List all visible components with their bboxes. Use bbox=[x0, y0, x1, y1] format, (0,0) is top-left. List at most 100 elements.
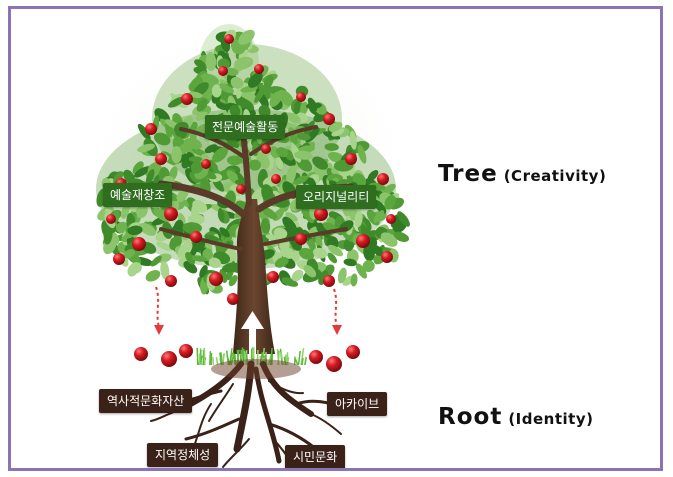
grass-blade bbox=[297, 350, 301, 366]
leaf bbox=[211, 84, 222, 98]
leaf bbox=[327, 252, 338, 264]
leaf bbox=[349, 130, 357, 150]
apple bbox=[201, 159, 211, 169]
leaf bbox=[291, 269, 304, 282]
apple bbox=[145, 123, 157, 135]
apple bbox=[261, 144, 271, 154]
apple bbox=[224, 34, 234, 44]
grass-blade bbox=[196, 347, 199, 366]
apple bbox=[179, 344, 193, 358]
leaf bbox=[237, 44, 247, 55]
apple bbox=[161, 351, 177, 367]
apple bbox=[271, 174, 281, 184]
leaf bbox=[293, 175, 309, 185]
apple bbox=[164, 207, 178, 221]
leaf bbox=[190, 160, 204, 174]
leaf bbox=[384, 194, 396, 210]
grass-blade bbox=[215, 357, 219, 366]
grass-blade bbox=[212, 357, 215, 366]
leaf bbox=[120, 203, 130, 219]
apple bbox=[326, 356, 342, 372]
leaf bbox=[224, 67, 239, 76]
leaf bbox=[373, 200, 387, 214]
leaf bbox=[221, 262, 240, 273]
root-label-left-lower: 지역정체성 bbox=[147, 443, 219, 467]
branch-label-left: 예술재창조 bbox=[103, 183, 173, 207]
leaf bbox=[328, 121, 343, 132]
leaf bbox=[331, 128, 345, 137]
leaf bbox=[219, 227, 230, 238]
leaf bbox=[205, 52, 217, 71]
leaf bbox=[192, 200, 208, 213]
leaf bbox=[194, 59, 206, 69]
apple bbox=[209, 272, 223, 286]
leaf bbox=[196, 98, 208, 112]
leaf bbox=[145, 270, 161, 282]
leaf bbox=[230, 39, 240, 54]
leaf bbox=[260, 218, 271, 234]
apple bbox=[218, 66, 228, 76]
leaf bbox=[303, 264, 317, 278]
apple bbox=[113, 253, 125, 265]
branch-label-right: 오리지널리티 bbox=[296, 185, 377, 209]
root-label-right-lower: 시민문화 bbox=[285, 445, 346, 468]
root-side-label: Root(Identity) bbox=[438, 404, 593, 430]
leaf bbox=[322, 131, 341, 140]
leaf bbox=[327, 244, 343, 257]
leaf bbox=[208, 257, 221, 269]
leaf bbox=[380, 232, 398, 247]
apple bbox=[155, 153, 167, 165]
leaf bbox=[280, 246, 295, 259]
leaf bbox=[127, 225, 143, 236]
leaf bbox=[219, 84, 235, 94]
leaf bbox=[167, 96, 186, 108]
grass-blade bbox=[304, 357, 308, 366]
leaf bbox=[137, 123, 151, 141]
leaf bbox=[156, 241, 173, 252]
leaf bbox=[315, 234, 323, 250]
tree-title: Tree bbox=[438, 161, 498, 187]
apple bbox=[345, 153, 357, 165]
leaf bbox=[217, 207, 225, 223]
leaf bbox=[262, 207, 278, 220]
grass-blade bbox=[301, 357, 304, 366]
leaf bbox=[355, 263, 367, 279]
leaf bbox=[191, 147, 206, 157]
leaf bbox=[273, 227, 288, 239]
leaf bbox=[373, 210, 385, 223]
leaf bbox=[135, 205, 148, 219]
apple bbox=[132, 237, 146, 251]
leaf bbox=[397, 211, 410, 227]
leaf bbox=[238, 29, 255, 45]
leaf bbox=[195, 111, 208, 121]
leaf bbox=[237, 98, 255, 112]
leaf bbox=[248, 159, 261, 171]
leaf bbox=[129, 262, 142, 274]
apple bbox=[356, 234, 370, 248]
grass-blade bbox=[300, 348, 305, 366]
leaf bbox=[305, 102, 322, 109]
leaf bbox=[209, 159, 219, 177]
leaf bbox=[328, 151, 344, 163]
leaf bbox=[299, 101, 309, 116]
leaf bbox=[145, 169, 155, 185]
leaf bbox=[350, 273, 358, 287]
leaf bbox=[313, 247, 327, 259]
leaf bbox=[103, 225, 113, 245]
leaf bbox=[263, 83, 271, 100]
leaf bbox=[301, 206, 315, 224]
leaf bbox=[308, 238, 316, 252]
leaf bbox=[261, 184, 274, 202]
root-label-left-upper: 역사적문화자산 bbox=[99, 389, 193, 413]
leaf bbox=[354, 210, 363, 228]
tree-side-label: Tree(Creativity) bbox=[438, 161, 606, 187]
leaf bbox=[215, 102, 228, 111]
leaf bbox=[238, 49, 249, 60]
leaf bbox=[363, 243, 375, 262]
leaf bbox=[217, 58, 230, 70]
falling-arrow-right-icon bbox=[332, 288, 342, 335]
leaf bbox=[298, 247, 315, 260]
leaf bbox=[226, 155, 243, 166]
leaf bbox=[230, 76, 244, 89]
leaf bbox=[153, 132, 171, 146]
